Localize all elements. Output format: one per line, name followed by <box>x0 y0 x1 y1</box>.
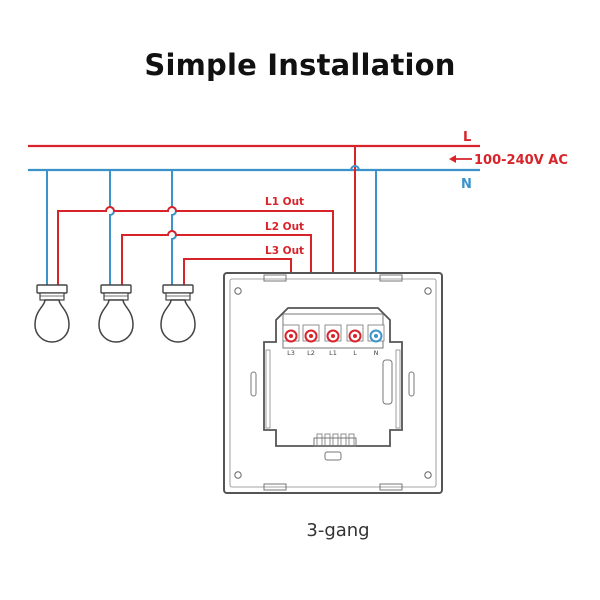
l1-out-wire <box>57 206 334 330</box>
arrow-left-icon <box>449 155 472 163</box>
switch-panel <box>223 272 443 494</box>
terminal-l1: L1 <box>324 324 342 357</box>
caption: 3-gang <box>306 520 370 541</box>
bulb-icon <box>98 284 134 343</box>
terminal-label: L2 <box>307 349 315 357</box>
terminal-label: L3 <box>287 349 295 357</box>
bulb-icon <box>160 284 196 343</box>
terminal-label: L <box>353 349 357 357</box>
neutral-drop-2 <box>109 170 115 285</box>
terminal-label: N <box>374 349 379 357</box>
page-title: Simple Installation <box>144 48 456 82</box>
neutral-label: N <box>461 177 472 192</box>
bulb-icon <box>34 284 70 343</box>
live-label: L <box>463 130 471 145</box>
bottom-connector <box>313 433 357 461</box>
l3-out-label: L3 Out <box>265 245 304 257</box>
l2-out-label: L2 Out <box>265 221 304 233</box>
neutral-to-switch-wire <box>350 165 377 330</box>
terminal-n: N <box>367 324 385 357</box>
terminal-l3: L3 <box>282 324 300 357</box>
neutral-drop-3 <box>171 170 177 285</box>
l2-out-wire <box>121 230 312 330</box>
l1-out-label: L1 Out <box>265 196 304 208</box>
terminal-l: L <box>346 324 364 357</box>
voltage-label: 100-240V AC <box>474 153 568 168</box>
terminal-l2: L2 <box>302 324 320 357</box>
terminal-label: L1 <box>329 349 337 357</box>
